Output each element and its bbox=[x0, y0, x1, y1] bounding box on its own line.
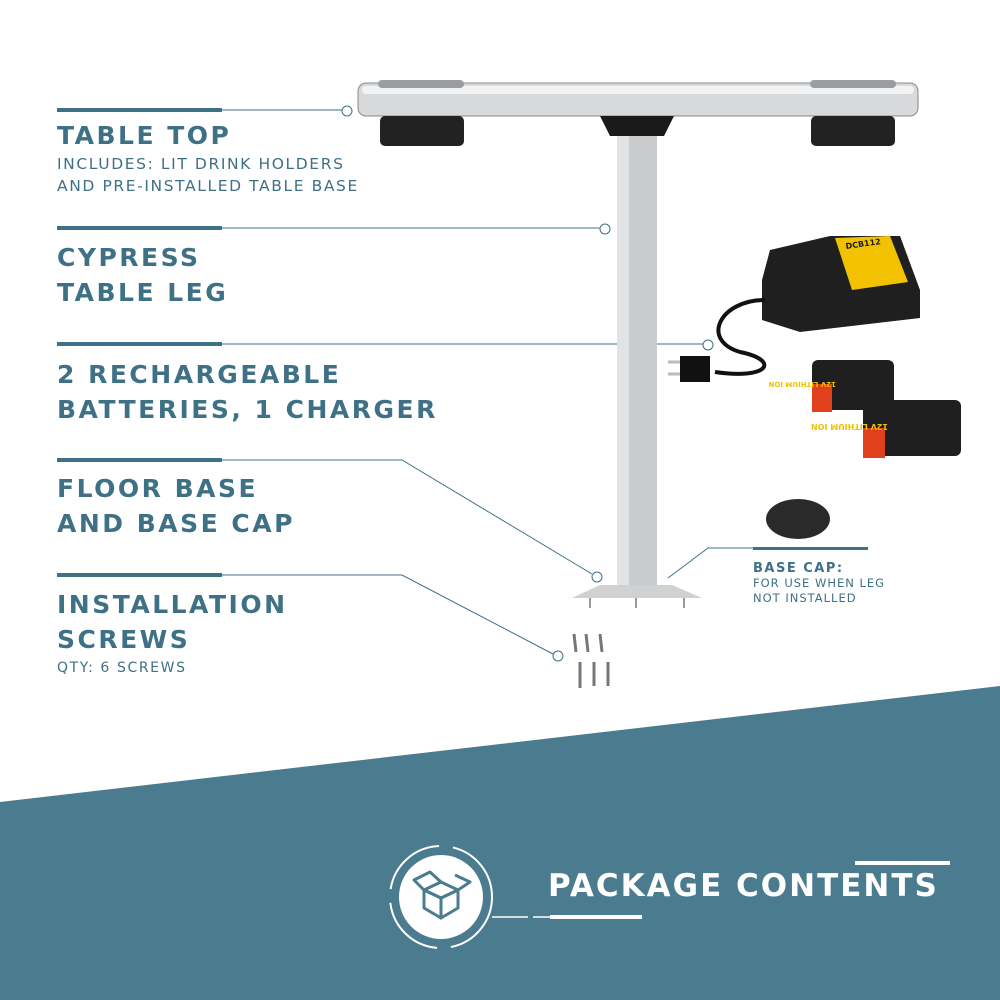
item-title: TABLE TOP bbox=[57, 121, 232, 150]
item-title: INSTALLATION bbox=[57, 590, 288, 619]
battery: 12V LITHIUM ION bbox=[811, 400, 961, 458]
item-title: FLOOR BASE bbox=[57, 474, 259, 503]
item-subtitle: QTY: 6 SCREWS bbox=[57, 660, 187, 676]
leader-lines bbox=[57, 105, 868, 662]
base-cap-title: BASE CAP: bbox=[753, 561, 844, 576]
item-title: TABLE LEG bbox=[57, 278, 229, 307]
base-cap-note: BASE CAP: FOR USE WHEN LEG NOT INSTALLED bbox=[753, 561, 885, 606]
item-subtitle: INCLUDES: LIT DRINK HOLDERS bbox=[57, 155, 345, 173]
base-cap-line: NOT INSTALLED bbox=[753, 591, 857, 605]
floor-base bbox=[572, 585, 702, 598]
open-box-icon bbox=[389, 845, 950, 949]
item-title: 2 RECHARGEABLE bbox=[57, 360, 342, 389]
battery-label: 12V LITHIUM ION bbox=[811, 422, 888, 431]
item-title: SCREWS bbox=[57, 625, 191, 654]
screws bbox=[572, 633, 610, 688]
item-table-leg: CYPRESS TABLE LEG bbox=[57, 240, 228, 310]
charger: DCB112 bbox=[668, 236, 920, 382]
battery-label: 12V LITHIUM ION bbox=[768, 380, 836, 388]
base-cap bbox=[766, 499, 830, 539]
battery: 12V LITHIUM ION bbox=[768, 360, 894, 412]
drink-holder bbox=[811, 116, 895, 146]
drink-holder bbox=[380, 116, 464, 146]
item-table-top: TABLE TOP INCLUDES: LIT DRINK HOLDERS AN… bbox=[57, 118, 359, 197]
banner-title: PACKAGE CONTENTS bbox=[548, 868, 939, 904]
base-cap-line: FOR USE WHEN LEG bbox=[753, 576, 886, 590]
item-title: BATTERIES, 1 CHARGER bbox=[57, 395, 438, 424]
item-batteries: 2 RECHARGEABLE BATTERIES, 1 CHARGER bbox=[57, 357, 438, 427]
item-floor-base: FLOOR BASE AND BASE CAP bbox=[57, 471, 295, 541]
banner-background bbox=[0, 686, 1000, 1000]
item-screws: INSTALLATION SCREWS QTY: 6 SCREWS bbox=[57, 587, 288, 679]
item-title: AND BASE CAP bbox=[57, 509, 295, 538]
item-subtitle: AND PRE-INSTALLED TABLE BASE bbox=[57, 177, 359, 195]
item-title: CYPRESS bbox=[57, 243, 201, 272]
